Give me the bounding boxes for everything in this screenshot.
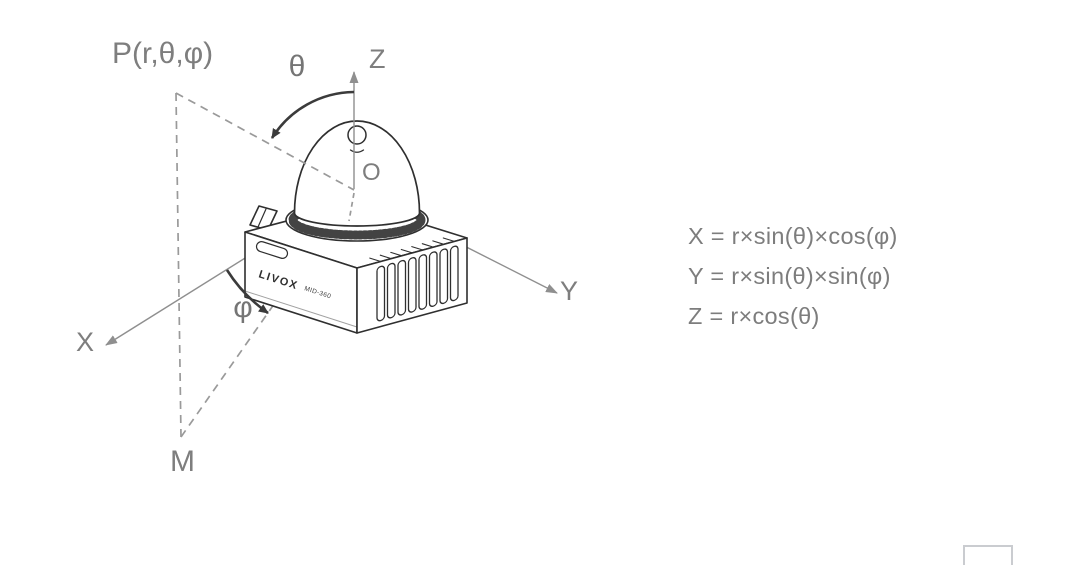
device-dome <box>293 120 421 227</box>
dashed-line-p-to-origin <box>175 92 355 191</box>
device-corner-fin-line <box>257 208 267 228</box>
equation-y: Y = r×sin(θ)×sin(φ) <box>688 263 891 289</box>
phi-label: φ <box>233 291 252 324</box>
z-axis-label: Z <box>369 44 386 74</box>
device-cooling-fins <box>376 245 459 322</box>
y-axis-label: Y <box>560 276 578 306</box>
equation-z: Z = r×cos(θ) <box>688 303 820 329</box>
point-m-label: M <box>170 445 195 478</box>
device-indicator <box>255 241 289 259</box>
device-apex-window <box>347 125 367 145</box>
theta-angle-arrow <box>270 90 355 139</box>
x-axis-label: X <box>76 327 94 357</box>
device-apex-mark <box>349 149 365 153</box>
device-fin-top-marks <box>369 237 455 263</box>
point-p-label: P(r,θ,φ) <box>112 37 213 70</box>
equation-x: X = r×sin(θ)×cos(φ) <box>688 223 898 249</box>
lidar-device: LIVOX MID-360 <box>244 120 468 334</box>
dashed-lines-over <box>175 92 355 438</box>
conversion-equations: X = r×sin(θ)×cos(φ) Y = r×sin(θ)×sin(φ) … <box>688 216 898 336</box>
phi-angle-arrow <box>225 269 269 315</box>
dashed-line-origin-down <box>348 192 355 222</box>
origin-label: O <box>362 159 381 186</box>
device-front-seam <box>244 290 358 328</box>
dashed-line-p-to-m <box>175 92 182 438</box>
theta-label: θ <box>289 50 306 83</box>
corner-mark <box>963 545 1013 565</box>
